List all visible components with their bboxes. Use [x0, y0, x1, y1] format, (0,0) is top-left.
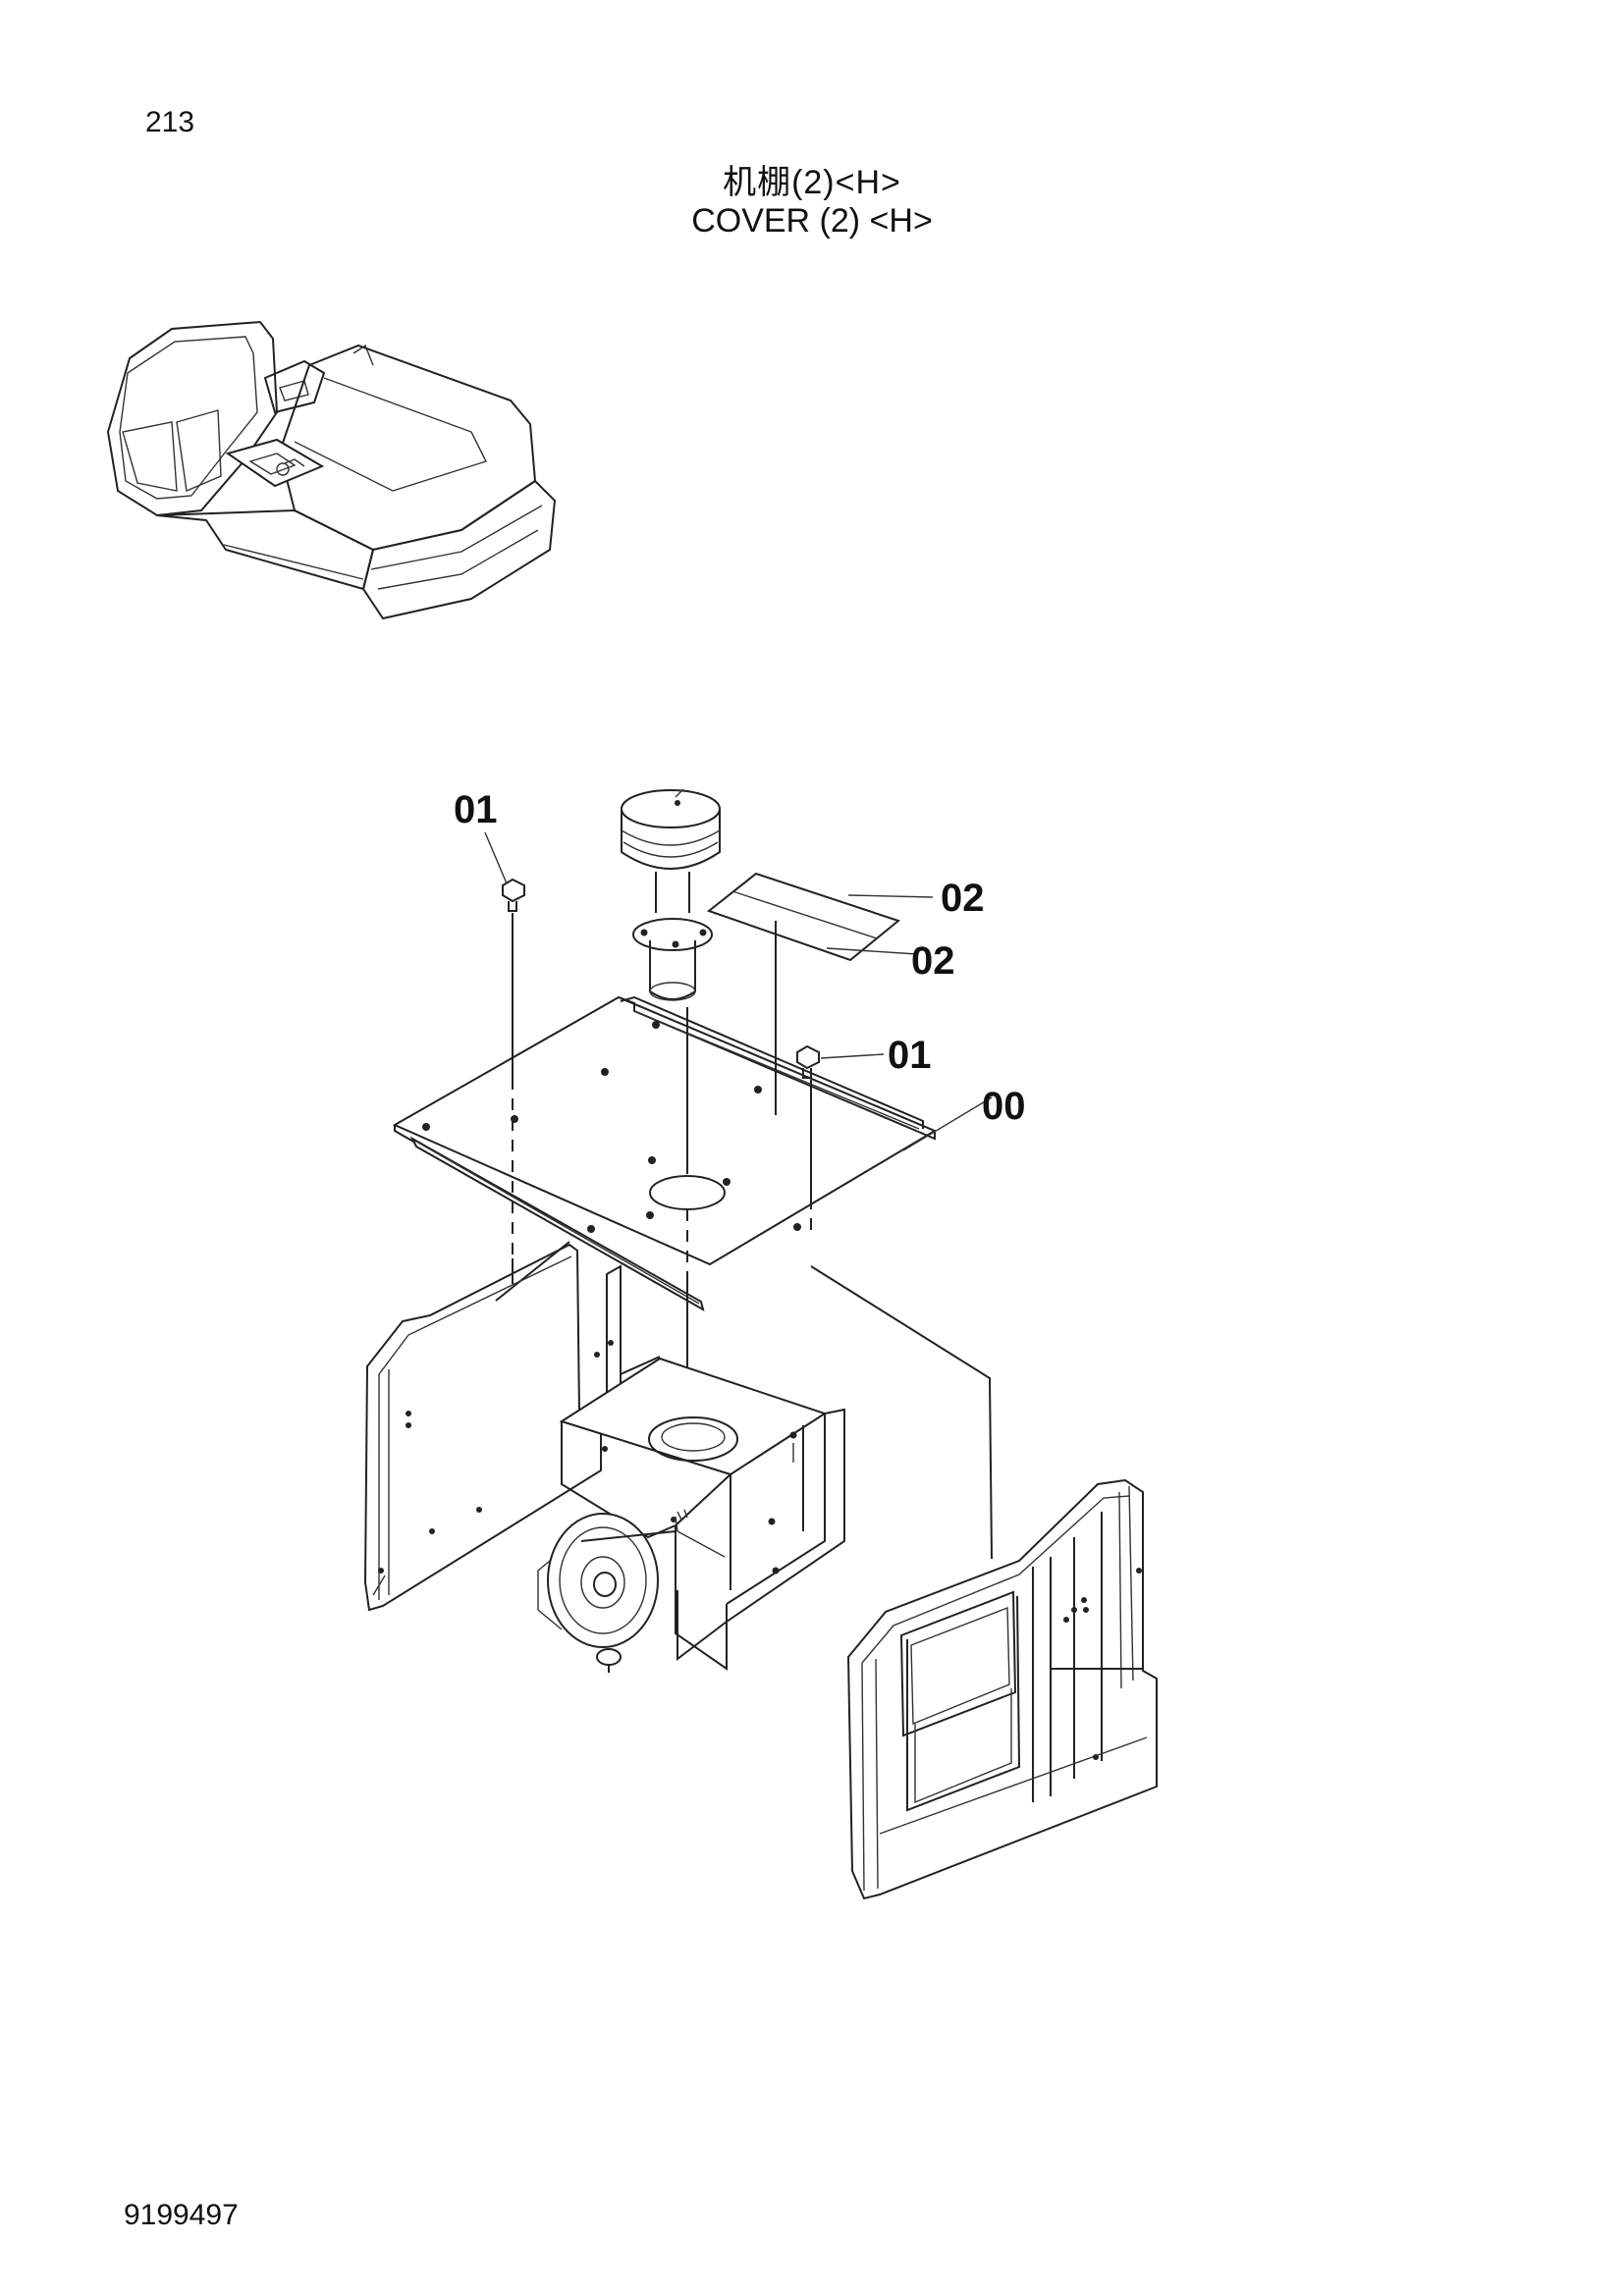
document-number: 9199497 [124, 2199, 239, 2231]
leader-lines [484, 831, 993, 1151]
filter-bracket [537, 1264, 845, 1673]
callout-02-upper: 02 [941, 877, 985, 920]
bolt-part-01-left [502, 878, 525, 912]
title-chinese: 机棚(2)<H> [723, 164, 901, 201]
callout-01-right: 01 [888, 1034, 932, 1077]
bolt-part-01-right [796, 1044, 820, 1079]
callout-02-lower: 02 [911, 939, 955, 983]
callout-00: 00 [982, 1085, 1026, 1128]
callout-01-top: 01 [454, 788, 498, 831]
plate-part-02 [706, 872, 901, 962]
page-number: 213 [145, 106, 195, 138]
right-side-panel [846, 1478, 1158, 1900]
excavator-locator-view [106, 320, 557, 620]
title-english: COVER (2) <H> [691, 202, 933, 240]
air-cleaner-cap [621, 788, 721, 1001]
cover-plate-part-00 [392, 995, 938, 1312]
